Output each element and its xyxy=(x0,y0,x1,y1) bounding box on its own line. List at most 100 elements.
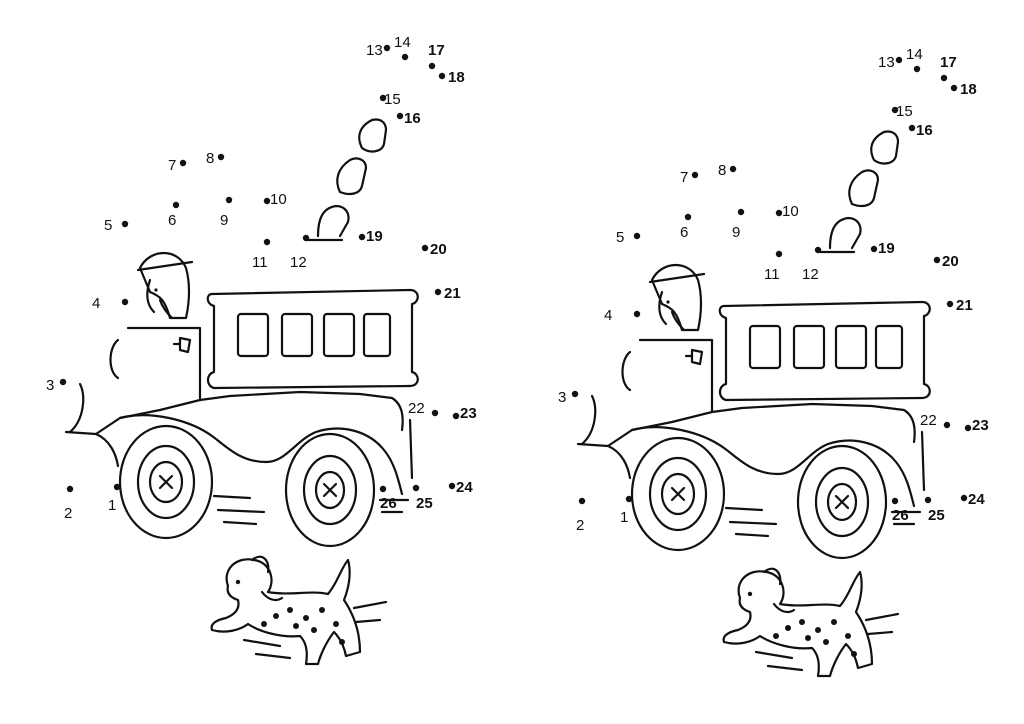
dot-8[interactable] xyxy=(729,165,737,173)
dot-label-19: 19 xyxy=(366,228,383,245)
dot-23[interactable] xyxy=(964,424,972,432)
dot-7[interactable] xyxy=(691,171,699,179)
dot-label-3: 3 xyxy=(558,389,566,406)
dot-8[interactable] xyxy=(217,153,225,161)
dot-25[interactable] xyxy=(924,496,932,504)
fire-truck-drawing xyxy=(64,118,419,666)
dot-24[interactable] xyxy=(448,482,456,490)
dot-21[interactable] xyxy=(434,288,442,296)
dot-label-5: 5 xyxy=(104,217,112,234)
dot-10[interactable] xyxy=(775,209,783,217)
dot-label-15: 15 xyxy=(384,91,401,108)
dot-label-12: 12 xyxy=(802,266,819,283)
dot-14[interactable] xyxy=(913,65,921,73)
dot-1[interactable] xyxy=(113,483,121,491)
dot-label-22: 22 xyxy=(920,412,937,429)
dot-2[interactable] xyxy=(66,485,74,493)
dot-6[interactable] xyxy=(684,213,692,221)
dot-label-26: 26 xyxy=(892,507,909,524)
dot-label-25: 25 xyxy=(928,507,945,524)
dot-label-2: 2 xyxy=(576,517,584,534)
dot-label-11: 11 xyxy=(764,266,780,283)
dot-6[interactable] xyxy=(172,201,180,209)
dot-label-25: 25 xyxy=(416,495,433,512)
dot-label-7: 7 xyxy=(680,169,688,186)
dot-label-23: 23 xyxy=(460,405,477,422)
dot-18[interactable] xyxy=(438,72,446,80)
dot-20[interactable] xyxy=(421,244,429,252)
dot-25[interactable] xyxy=(412,484,420,492)
dot-label-16: 16 xyxy=(916,122,933,139)
dot-2[interactable] xyxy=(578,497,586,505)
dot-11[interactable] xyxy=(775,250,783,258)
dot-label-4: 4 xyxy=(92,295,100,312)
dot-label-1: 1 xyxy=(108,497,116,514)
dot-16[interactable] xyxy=(396,112,404,120)
dot-11[interactable] xyxy=(263,238,271,246)
dot-label-5: 5 xyxy=(616,229,624,246)
dot-label-4: 4 xyxy=(604,307,612,324)
dot-21[interactable] xyxy=(946,300,954,308)
dot-1[interactable] xyxy=(625,495,633,503)
dot-7[interactable] xyxy=(179,159,187,167)
dot-label-7: 7 xyxy=(168,157,176,174)
dot-label-3: 3 xyxy=(46,377,54,394)
dot-15[interactable] xyxy=(891,106,899,114)
dot-13[interactable] xyxy=(383,44,391,52)
dot-9[interactable] xyxy=(737,208,745,216)
dot-19[interactable] xyxy=(870,245,878,253)
dot-label-13: 13 xyxy=(366,42,383,59)
dot-10[interactable] xyxy=(263,197,271,205)
dot-label-6: 6 xyxy=(680,224,688,241)
dot-label-12: 12 xyxy=(290,254,307,271)
dot-label-20: 20 xyxy=(430,241,447,258)
dot-label-18: 18 xyxy=(960,81,977,98)
dot-label-17: 17 xyxy=(428,42,445,59)
dot-label-21: 21 xyxy=(444,285,461,302)
dot-label-11: 11 xyxy=(252,254,268,271)
dot-19[interactable] xyxy=(358,233,366,241)
dot-15[interactable] xyxy=(379,94,387,102)
dot-label-19: 19 xyxy=(878,240,895,257)
dot-label-15: 15 xyxy=(896,103,913,120)
dot-label-21: 21 xyxy=(956,297,973,314)
dot-label-26: 26 xyxy=(380,495,397,512)
dot-label-8: 8 xyxy=(206,150,214,167)
dot-16[interactable] xyxy=(908,124,916,132)
dot-label-6: 6 xyxy=(168,212,176,229)
dot-9[interactable] xyxy=(225,196,233,204)
dot-12[interactable] xyxy=(302,234,310,242)
dot-3[interactable] xyxy=(59,378,67,386)
dot-label-10: 10 xyxy=(782,203,799,220)
dot-label-18: 18 xyxy=(448,69,465,86)
dot-26[interactable] xyxy=(891,497,899,505)
dot-23[interactable] xyxy=(452,412,460,420)
dot-label-10: 10 xyxy=(270,191,287,208)
dot-label-24: 24 xyxy=(968,491,985,508)
dot-20[interactable] xyxy=(933,256,941,264)
dot-12[interactable] xyxy=(814,246,822,254)
dot-5[interactable] xyxy=(633,232,641,240)
dot-4[interactable] xyxy=(121,298,129,306)
dot-14[interactable] xyxy=(401,53,409,61)
dot-label-22: 22 xyxy=(408,400,425,417)
dot-18[interactable] xyxy=(950,84,958,92)
dot-24[interactable] xyxy=(960,494,968,502)
dot-label-16: 16 xyxy=(404,110,421,127)
dot-17[interactable] xyxy=(940,74,948,82)
dot-label-9: 9 xyxy=(732,224,740,241)
dot-4[interactable] xyxy=(633,310,641,318)
dot-26[interactable] xyxy=(379,485,387,493)
dot-label-2: 2 xyxy=(64,505,72,522)
dot-label-1: 1 xyxy=(620,509,628,526)
dot-5[interactable] xyxy=(121,220,129,228)
dot-3[interactable] xyxy=(571,390,579,398)
dot-17[interactable] xyxy=(428,62,436,70)
dot-22[interactable] xyxy=(431,409,439,417)
dot-22[interactable] xyxy=(943,421,951,429)
dot-13[interactable] xyxy=(895,56,903,64)
